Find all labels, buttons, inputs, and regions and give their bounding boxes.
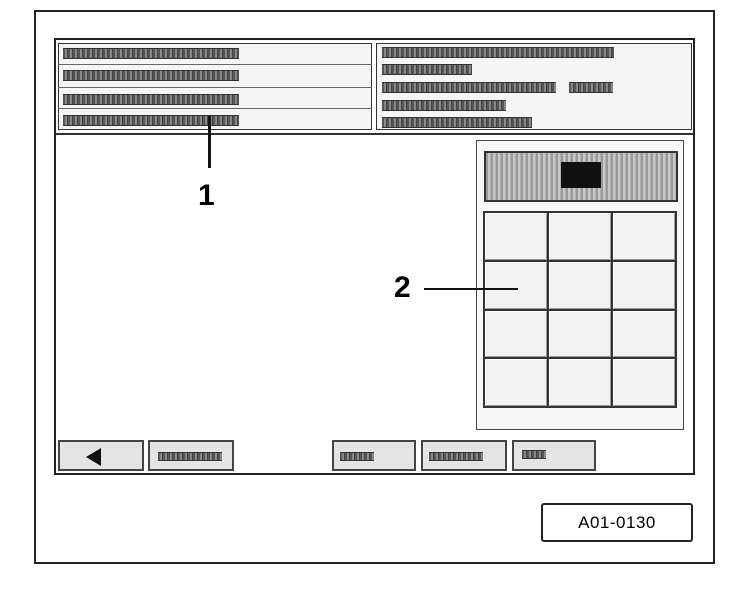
header-separator [56, 133, 693, 135]
callout-1-label: 1 [198, 179, 215, 212]
keypad-key[interactable] [549, 359, 611, 406]
left-arrow-icon [86, 448, 101, 466]
softkey-label-line [522, 450, 546, 459]
keypad-key[interactable] [613, 213, 675, 260]
header-text-line [569, 82, 613, 93]
softkey-label-line [158, 452, 222, 461]
header-text-line [63, 94, 239, 105]
keypad-key[interactable] [549, 261, 611, 309]
softkey-button[interactable] [332, 440, 416, 471]
figure-reference-label: A01-0130 [541, 503, 693, 542]
header-text-line [63, 115, 239, 126]
header-text-line [382, 47, 614, 58]
header-text-line [382, 64, 472, 75]
header-text-line [382, 100, 506, 111]
header-row-divider [58, 108, 372, 109]
back-button[interactable] [58, 440, 144, 471]
callout-2-leader [424, 288, 518, 290]
softkey-button[interactable] [148, 440, 234, 471]
keypad-key[interactable] [485, 310, 547, 358]
header-text-line [382, 82, 556, 93]
header-text-line [382, 117, 532, 128]
header-row-divider [58, 64, 372, 65]
keypad-key[interactable] [485, 261, 547, 309]
callout-2-label: 2 [394, 271, 411, 304]
keypad-key[interactable] [485, 359, 547, 406]
softkey-button[interactable] [512, 440, 596, 471]
softkey-label-line [429, 452, 483, 461]
keypad-key[interactable] [613, 359, 675, 406]
header-text-line [63, 70, 239, 81]
keypad-key[interactable] [549, 213, 611, 260]
softkey-label-line [340, 452, 374, 461]
callout-1-leader [208, 116, 211, 168]
header-row-divider [58, 87, 372, 88]
keypad-key[interactable] [613, 261, 675, 309]
display-cursor-block [561, 162, 601, 188]
numeric-keypad [483, 211, 677, 408]
keypad-key[interactable] [613, 310, 675, 358]
header-text-line [63, 48, 239, 59]
keypad-key[interactable] [549, 310, 611, 358]
keypad-key[interactable] [485, 213, 547, 260]
softkey-button[interactable] [421, 440, 507, 471]
